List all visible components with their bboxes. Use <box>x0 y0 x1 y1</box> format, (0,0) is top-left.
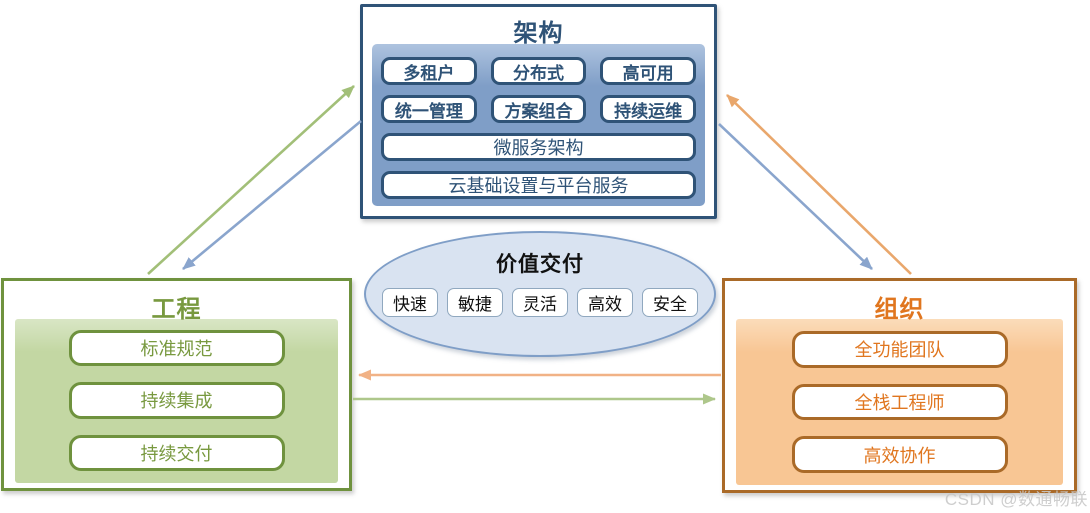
architecture-bar-cloud-platform: 云基础设置与平台服务 <box>381 171 696 199</box>
organization-title: 组织 <box>874 296 925 323</box>
engineering-node: 工程 标准规范 持续集成 持续交付 <box>1 278 352 491</box>
organization-pill-full-function-team: 全功能团队 <box>791 331 1008 368</box>
architecture-node: 架构 多租户 分布式 高可用 统一管理 方案组合 持续运维 微服务架构 云基础设… <box>360 4 717 219</box>
tag-agile: 敏捷 <box>447 288 503 317</box>
arrow-engineering-to-architecture <box>147 85 355 275</box>
arrow-organization-to-architecture <box>726 94 912 275</box>
arrow-architecture-to-engineering <box>182 120 362 270</box>
engineering-pill-cd: 持续交付 <box>68 434 285 471</box>
architecture-chip-continuous-ops: 持续运维 <box>600 95 696 123</box>
architecture-bar-microservices: 微服务架构 <box>381 133 696 161</box>
value-delivery-node: 价值交付 快速 敏捷 灵活 高效 安全 <box>364 231 716 357</box>
engineering-pill-standards: 标准规范 <box>68 330 285 367</box>
engineering-panel: 标准规范 持续集成 持续交付 <box>15 319 338 483</box>
architecture-chip-distributed: 分布式 <box>490 57 587 85</box>
watermark: CSDN @数通畅联 <box>944 490 1088 509</box>
value-delivery-title: 价值交付 <box>496 253 584 276</box>
architecture-title: 架构 <box>513 20 564 47</box>
arrow-architecture-to-organization <box>718 123 873 270</box>
architecture-row-2: 统一管理 方案组合 持续运维 <box>381 95 696 123</box>
organization-pill-fullstack-engineer: 全栈工程师 <box>791 383 1008 421</box>
organization-pill-efficient-collab: 高效协作 <box>791 436 1008 474</box>
engineering-pill-ci: 持续集成 <box>68 382 285 419</box>
architecture-chip-solution-mix: 方案组合 <box>490 95 587 123</box>
organization-panel: 全功能团队 全栈工程师 高效协作 <box>736 319 1063 485</box>
organization-node: 组织 全功能团队 全栈工程师 高效协作 <box>722 278 1077 493</box>
value-delivery-tags: 快速 敏捷 灵活 高效 安全 <box>366 288 714 317</box>
architecture-chip-high-avail: 高可用 <box>600 57 696 85</box>
tag-efficient: 高效 <box>577 288 633 317</box>
architecture-chip-multitenant: 多租户 <box>381 57 477 85</box>
architecture-chip-unified-mgmt: 统一管理 <box>381 95 477 123</box>
engineering-title: 工程 <box>151 296 202 323</box>
tag-secure: 安全 <box>642 288 698 317</box>
tag-flexible: 灵活 <box>512 288 568 317</box>
tag-fast: 快速 <box>382 288 438 317</box>
architecture-panel: 多租户 分布式 高可用 统一管理 方案组合 持续运维 微服务架构 云基础设置与平… <box>372 44 705 206</box>
architecture-row-1: 多租户 分布式 高可用 <box>381 57 696 85</box>
